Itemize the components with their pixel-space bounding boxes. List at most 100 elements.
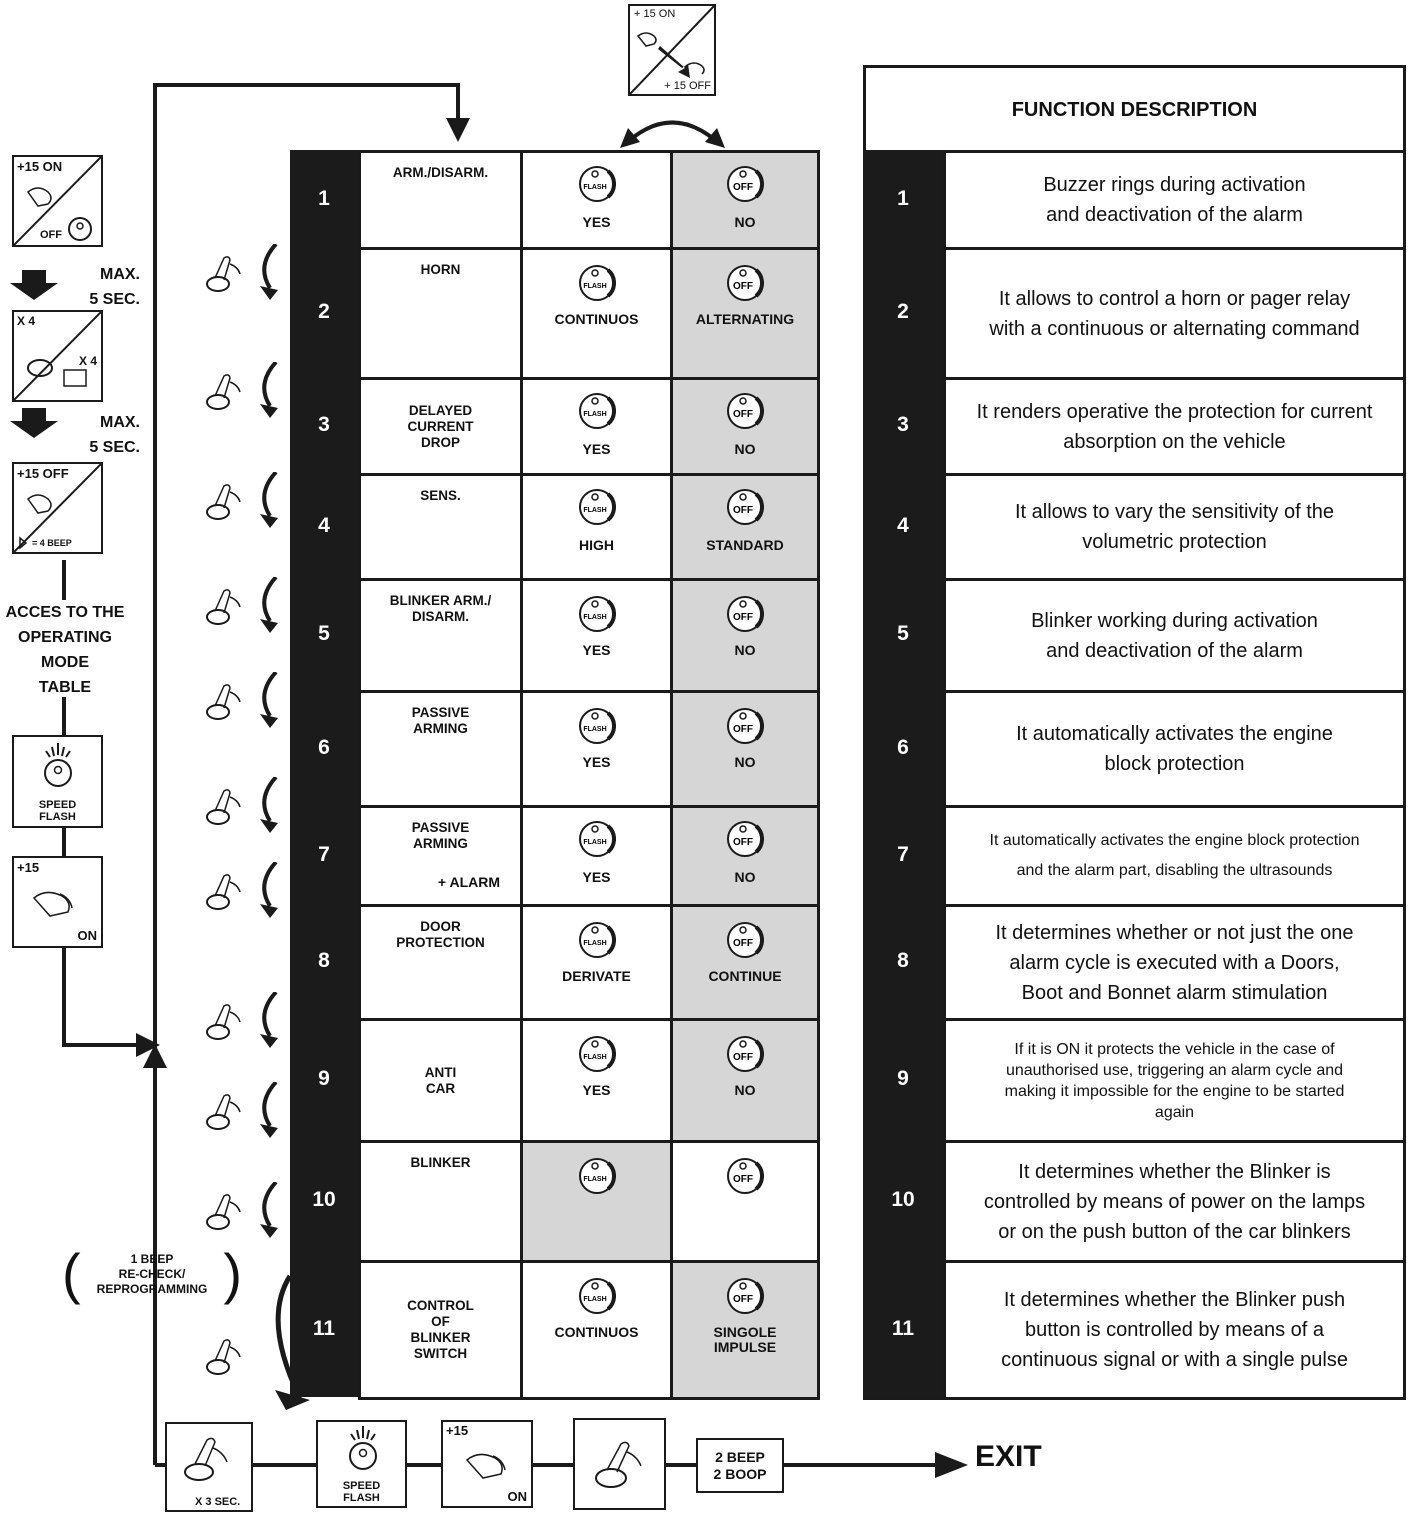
- flash-option-cell: FLASH YES: [520, 578, 670, 690]
- svg-text:FLASH: FLASH: [583, 839, 606, 846]
- row-number: 2: [290, 247, 358, 377]
- svg-text:FLASH: FLASH: [583, 283, 606, 290]
- function-name: BLINKER: [410, 1155, 471, 1170]
- left-paren: (: [62, 1242, 81, 1305]
- main-table-bottom-rule: [358, 1397, 820, 1400]
- off-option-label: CONTINUE: [708, 968, 782, 984]
- svg-text:OFF: OFF: [733, 1174, 753, 1185]
- svg-text:FLASH: FLASH: [583, 184, 606, 191]
- function-name: PASSIVE ARMING: [411, 705, 470, 736]
- flash-option-label: CONTINUOS: [554, 1324, 639, 1340]
- press-button-icon: [206, 244, 278, 300]
- right-arrow-icon: [136, 1033, 160, 1057]
- press-button-icon: [206, 862, 278, 918]
- flash-option-cell: FLASH YES: [520, 805, 670, 904]
- step2-top-label: X 4: [17, 314, 36, 328]
- off-button-icon: OFF: [726, 921, 764, 959]
- svg-text:FLASH: FLASH: [583, 1054, 606, 1061]
- flash-button-icon: FLASH: [578, 1035, 616, 1073]
- flash-button-icon: FLASH: [578, 820, 616, 858]
- off-button-icon: OFF: [726, 488, 764, 526]
- beep-boop-box: 2 BEEP 2 BOOP: [696, 1438, 784, 1493]
- off-option-label: NO: [734, 754, 756, 770]
- off-option-cell: OFF: [670, 1140, 820, 1260]
- flash-option-label: YES: [582, 642, 611, 658]
- function-extra-label: + ALARM: [437, 874, 500, 890]
- row-number: 3: [290, 377, 358, 473]
- beep-boop-label: 2 BEEP 2 BOOP: [713, 1448, 767, 1482]
- right-paren: ): [223, 1242, 242, 1305]
- press-3sec-step: X 3 SEC.: [165, 1422, 253, 1512]
- speed-flash-step-2: SPEED FLASH: [316, 1420, 407, 1508]
- description-row-number: 9: [863, 1018, 943, 1140]
- description-row-number: 11: [863, 1260, 943, 1397]
- function-name: ARM./DISARM.: [392, 165, 489, 180]
- function-name-cell: DELAYED CURRENT DROP: [358, 377, 520, 473]
- off-option-cell: OFF CONTINUE: [670, 904, 820, 1018]
- function-name-cell: SENS.: [358, 473, 520, 578]
- press-button-icon: [206, 672, 278, 728]
- press-button-icon: [206, 777, 278, 833]
- row-number: 1: [290, 150, 358, 247]
- x3sec-label: X 3 SEC.: [195, 1496, 241, 1508]
- function-description: It automatically activates the engine bl…: [943, 805, 1406, 904]
- on-label: + 15 ON: [634, 8, 676, 20]
- row-number: 11: [290, 1260, 358, 1397]
- recheck-group: ( 1 BEEP RE-CHECK/ REPROGRAMMING ): [62, 1244, 242, 1306]
- flash-button-icon: FLASH: [578, 707, 616, 745]
- row-number: 9: [290, 1018, 358, 1140]
- function-name-cell: PASSIVE ARMING: [358, 690, 520, 805]
- step3-bottom-label: = 4 BEEP: [32, 538, 72, 548]
- off-option-label: NO: [734, 869, 756, 885]
- description-row-number: 5: [863, 578, 943, 690]
- press-button-icon: [206, 992, 278, 1048]
- off-option-label: SINGOLE IMPULSE: [713, 1324, 777, 1355]
- off-option-cell: OFF NO: [670, 805, 820, 904]
- flash-option-label: YES: [582, 441, 611, 457]
- flash-option-label: YES: [582, 869, 611, 885]
- down-arrow-icon-1: [10, 270, 58, 300]
- desc-table-bottom-rule: [863, 1397, 1406, 1400]
- off-option-label: NO: [734, 642, 756, 658]
- off-button-icon: OFF: [726, 820, 764, 858]
- max-time-label-2: MAX. 5 SEC.: [89, 414, 140, 456]
- function-name-cell: ARM./DISARM.: [358, 150, 520, 247]
- off-button-icon: OFF: [726, 1277, 764, 1315]
- function-name: SENS.: [420, 488, 461, 503]
- off-button-icon: OFF: [726, 165, 764, 203]
- step2-right-label: X 4: [78, 354, 97, 368]
- flash-button-icon: FLASH: [578, 264, 616, 302]
- flash-button-icon: FLASH: [578, 1277, 616, 1315]
- flash-option-label: HIGH: [579, 537, 614, 553]
- off-option-label: NO: [734, 1082, 756, 1098]
- max-time-label-1: MAX. 5 SEC.: [89, 266, 140, 308]
- step-press-x4: X 4 X 4: [12, 310, 103, 402]
- description-row-number: 3: [863, 377, 943, 473]
- row-number: 6: [290, 690, 358, 805]
- function-name: BLINKER ARM./ DISARM.: [389, 593, 492, 624]
- function-name-cell: DOOR PROTECTION: [358, 904, 520, 1018]
- step1-top-label: +15 ON: [17, 159, 63, 174]
- press-button-icon: [206, 1182, 278, 1238]
- step-ignition-on-2: +15 ON: [12, 856, 103, 948]
- svg-text:FLASH: FLASH: [583, 507, 606, 514]
- flash-button-icon: FLASH: [578, 595, 616, 633]
- step-ignition-on: +15 ON OFF: [12, 155, 103, 247]
- description-row-number: 8: [863, 904, 943, 1018]
- ignition-toggle-box: + 15 ON + 15 OFF: [628, 4, 716, 96]
- function-name: DELAYED CURRENT DROP: [407, 402, 474, 450]
- row-number: 7: [290, 805, 358, 904]
